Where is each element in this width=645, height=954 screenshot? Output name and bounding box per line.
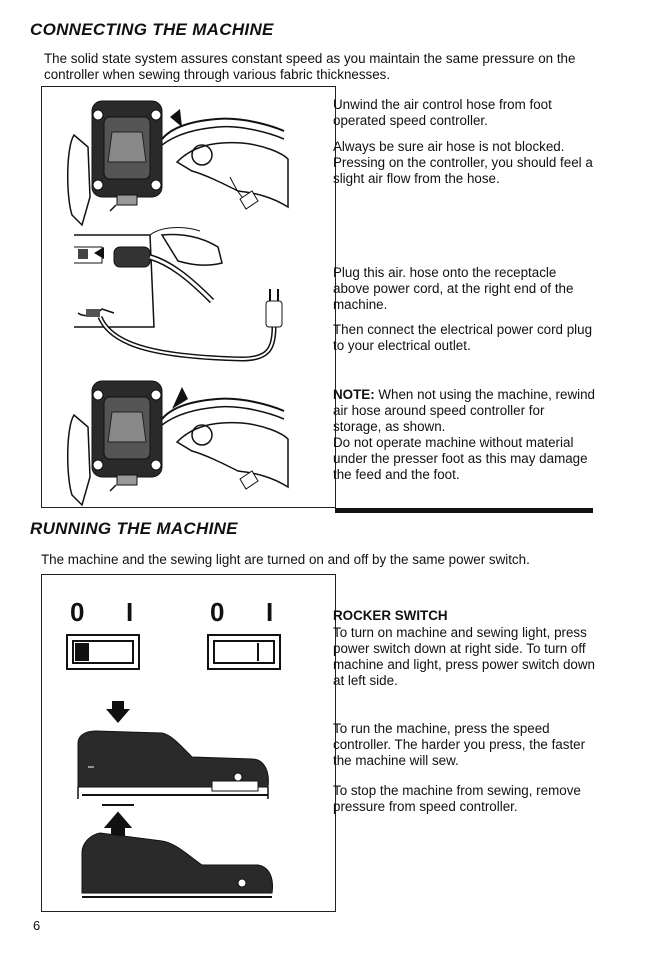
- connecting-intro: The solid state system assures constant …: [44, 51, 576, 82]
- switch-right-on-label: I: [266, 597, 273, 627]
- unwind-hose-text: Unwind the air control hose from foot op…: [333, 97, 552, 128]
- release-up-arrow-icon: [102, 804, 134, 836]
- rocker-switch-on-figure: 0 I: [207, 597, 281, 670]
- plug-hose-text: Plug this air. hose onto the receptacle …: [333, 265, 574, 312]
- rocker-switch-off-figure: 0 I: [66, 597, 140, 670]
- note-text: When not using the machine, rewind air h…: [333, 387, 595, 434]
- rocker-switch-title: ROCKER SWITCH: [333, 608, 448, 623]
- pedal-released-figure: [81, 832, 273, 898]
- controller-rewind-figure: [67, 380, 289, 507]
- running-intro: The machine and the sewing light are tur…: [41, 552, 530, 567]
- section-divider-rule: [335, 508, 593, 513]
- section-title-running: RUNNING THE MACHINE: [30, 519, 238, 538]
- power-cord-text: Then connect the electrical power cord p…: [333, 322, 593, 353]
- hose-check-text: Always be sure air hose is not blocked. …: [333, 139, 593, 186]
- storage-note: NOTE: When not using the machine, rewind…: [333, 387, 595, 483]
- rocker-switch-text: To turn on machine and sewing light, pre…: [333, 625, 595, 688]
- press-down-arrow-icon: [106, 701, 130, 723]
- running-illustration-box: 0 I 0 I: [41, 574, 336, 912]
- switch-left-on-label: I: [126, 597, 133, 627]
- connecting-illustrations: [67, 100, 289, 507]
- pedal-pressed-figure: [77, 730, 269, 799]
- controller-unwind-figure: [67, 100, 289, 227]
- page-number: 6: [33, 918, 41, 933]
- running-illustrations: 0 I 0 I: [66, 597, 281, 898]
- note-label: NOTE:: [333, 387, 375, 402]
- run-machine-text: To run the machine, press the speed cont…: [333, 721, 586, 768]
- switch-left-off-label: 0: [70, 597, 84, 627]
- hose-plug-figure: [74, 227, 283, 362]
- section-title-connecting: CONNECTING THE MACHINE: [30, 20, 274, 39]
- switch-right-off-label: 0: [210, 597, 224, 627]
- note-text-2: Do not operate machine without material …: [333, 435, 588, 482]
- stop-machine-text: To stop the machine from sewing, remove …: [333, 783, 581, 814]
- connecting-illustration-box: [41, 86, 336, 508]
